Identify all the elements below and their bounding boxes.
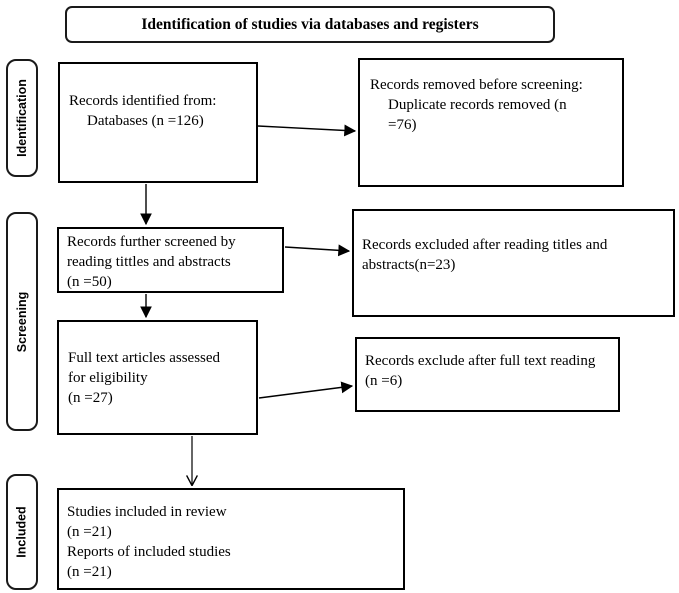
records-removed-box: Records removed before screening: Duplic… (358, 58, 624, 187)
box-text-line: (n =27) (68, 390, 113, 406)
box-text-line: =76) (388, 117, 417, 133)
diagram-title: Identification of studies via databases … (141, 15, 479, 33)
box-text-line: reading tittles and abstracts (67, 254, 231, 270)
box-text-line: Studies included in review (67, 504, 227, 520)
box-text-line: Databases (n =126) (87, 113, 204, 129)
box-text-line: Records exclude after full text reading (365, 353, 596, 369)
box-text-line: (n =6) (365, 373, 403, 389)
records-identified-box: Records identified from: Databases (n =1… (58, 62, 258, 183)
box-text-line: Full text articles assessed (68, 350, 221, 366)
box-text-line: Records identified from: (69, 93, 217, 109)
box-text-line: Records removed before screening: (370, 77, 583, 93)
stage-label-text: Identification (15, 79, 29, 157)
box-text-line: Records excluded after reading titles an… (362, 237, 608, 253)
diagram-title-box: Identification of studies via databases … (65, 6, 555, 43)
box-text-line: (n =21) (67, 524, 112, 540)
records-excluded-fulltext-box: Records exclude after full text reading … (355, 337, 620, 412)
box-text-line: (n =50) (67, 274, 112, 290)
stage-label-text: Included (15, 506, 29, 558)
stage-label-screening: Screening (6, 212, 38, 431)
box-text-line: Duplicate records removed (n (388, 97, 567, 113)
box-text-line: abstracts(n=23) (362, 257, 456, 273)
fulltext-assessed-box: Full text articles assessed for eligibil… (57, 320, 258, 435)
arrow-screened-to-excluded-titles (284, 244, 351, 257)
records-excluded-titles-box: Records excluded after reading titles an… (352, 209, 675, 317)
records-screened-box: Records further screened by reading titt… (57, 227, 284, 293)
stage-label-identification: Identification (6, 59, 38, 177)
stage-label-text: Screening (15, 291, 29, 352)
arrow-identified-to-removed (257, 124, 357, 137)
stage-label-included: Included (6, 474, 38, 590)
box-text-line: Reports of included studies (67, 544, 231, 560)
arrow-fulltext-to-excluded-fulltext (258, 381, 354, 399)
box-text-line: for eligibility (68, 370, 148, 386)
box-text-line: Records further screened by (67, 234, 236, 250)
box-text-line: (n =21) (67, 564, 112, 580)
studies-included-box: Studies included in review (n =21) Repor… (57, 488, 405, 590)
